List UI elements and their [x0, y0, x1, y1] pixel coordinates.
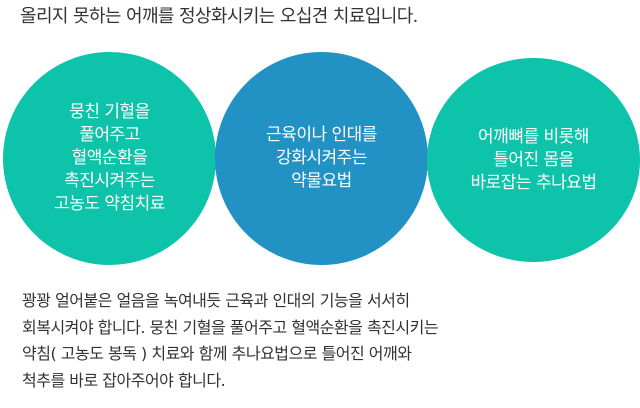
circle-text-line: 어깨뼈를 비롯해 — [478, 126, 589, 147]
circle-text-line: 고농도 약침치료 — [54, 194, 165, 214]
treatment-circle-chuna: 어깨뼈를 비롯해 틀어진 몸을 바로잡는 추나요법 — [427, 58, 640, 262]
treatment-circle-pharmacopuncture: 뭉친 기혈을 풀어주고 혈액순환을 촉진시켜주는 고농도 약침치료 — [3, 52, 216, 265]
circle-text-line: 틀어진 몸을 — [493, 149, 574, 170]
circle-text-line: 바로잡는 추나요법 — [470, 172, 597, 193]
circle-text-line: 혈액순환을 — [71, 148, 148, 168]
treatment-circle-medication: 근육이나 인대를 강화시켜주는 약물요법 — [215, 52, 428, 265]
circle-text-line: 근육이나 인대를 — [266, 125, 377, 145]
circle-text-line: 약물요법 — [291, 171, 352, 191]
circle-text-line: 촉진시켜주는 — [64, 171, 155, 191]
circle-text-line: 풀어주고 — [79, 125, 140, 145]
paragraph-line: 회복시켜야 합니다. 뭉친 기혈을 풀어주고 혈액순환을 촉진시키는 — [22, 317, 439, 337]
paragraph-line: 척추를 바로 잡아주어야 합니다. — [22, 370, 226, 390]
circle-text-line: 강화시켜주는 — [276, 148, 367, 168]
page-title: 올리지 못하는 어깨를 정상화시키는 오십견 치료입니다. — [20, 6, 418, 27]
description-paragraph: 꽝꽝 얼어붙은 얼음을 녹여내듯 근육과 인대의 기능을 서서히 회복시켜야 합… — [22, 288, 439, 394]
paragraph-line: 약침( 고농도 봉독 ) 치료와 함께 추나요법으로 틀어진 어깨와 — [22, 344, 412, 363]
paragraph-line: 꽝꽝 얼어붙은 얼음을 녹여내듯 근육과 인대의 기능을 서서히 — [22, 291, 410, 310]
circle-text-line: 뭉친 기혈을 — [69, 102, 150, 122]
